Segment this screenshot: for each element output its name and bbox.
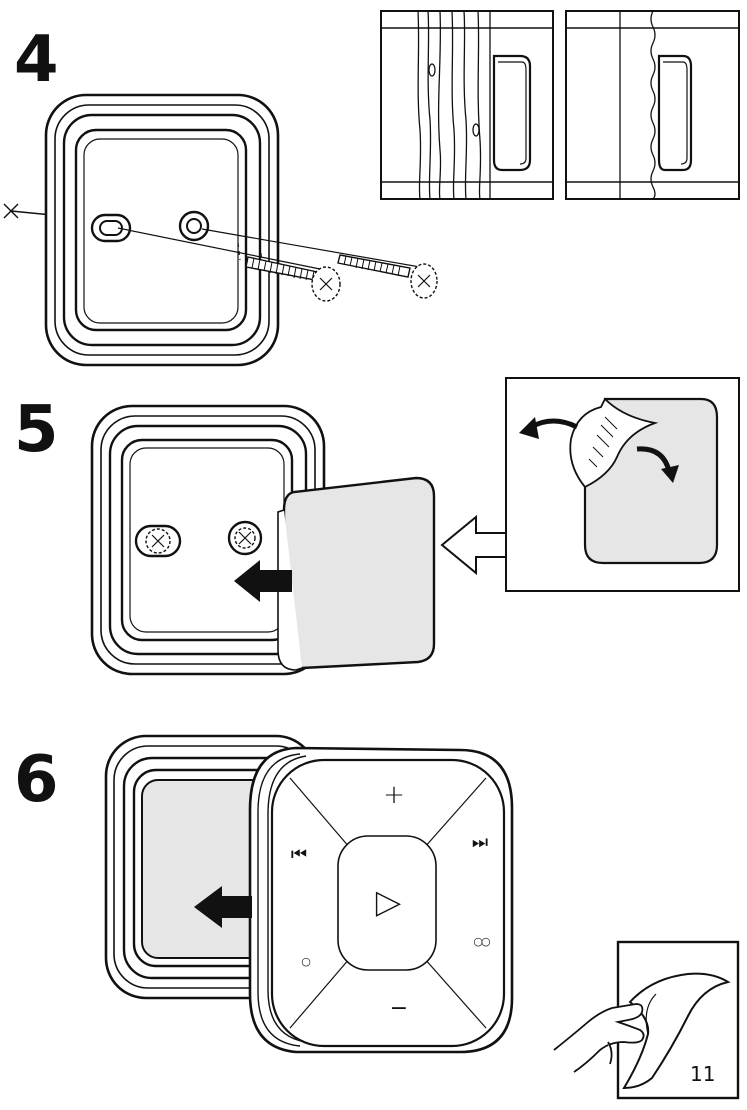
double-dot-button[interactable]: ○○ bbox=[473, 935, 490, 948]
next-track-button[interactable]: ⏭ bbox=[471, 832, 489, 853]
adhesive-pad-side-icon bbox=[657, 54, 693, 172]
screw-icon bbox=[245, 256, 341, 302]
single-dot-button[interactable]: ○ bbox=[301, 955, 311, 968]
step-number-5: 5 bbox=[14, 393, 59, 467]
volume-up-button[interactable]: + bbox=[383, 780, 405, 810]
adhesive-pad-side-icon bbox=[492, 54, 532, 172]
previous-track-button[interactable]: ⏮ bbox=[290, 844, 308, 865]
step-5-adhesive-pad-illustration bbox=[88, 400, 448, 685]
wall-detail-wood-panel bbox=[380, 10, 554, 200]
peel-backing-detail-panel bbox=[505, 377, 740, 592]
screw-head-right-icon bbox=[227, 520, 263, 556]
arrow-left-icon bbox=[234, 560, 292, 602]
step-4-wall-plate-illustration bbox=[0, 85, 450, 375]
arrow-left-icon bbox=[194, 886, 252, 928]
screw-hole-right-icon bbox=[178, 210, 210, 242]
volume-down-button[interactable]: − bbox=[389, 996, 409, 1021]
screw-icon bbox=[337, 254, 438, 299]
turn-page-illustration: 11 bbox=[552, 938, 742, 1103]
peel-arrow-left-icon bbox=[519, 417, 579, 439]
page-number: 11 bbox=[690, 1062, 716, 1086]
step-number-4: 4 bbox=[14, 23, 59, 97]
step-6-remote-mount-illustration: + ⏮ ⏭ ▶ ○ ○○ − bbox=[100, 730, 530, 1060]
screw-hole-left-icon bbox=[90, 213, 132, 243]
screw-head-left-icon bbox=[134, 524, 182, 558]
hand-icon bbox=[553, 1003, 645, 1073]
detail-pointer-arrow-icon bbox=[440, 514, 512, 576]
wall-detail-textured-panel bbox=[565, 10, 740, 200]
step-number-6: 6 bbox=[14, 743, 59, 817]
play-button[interactable]: ▶ bbox=[376, 885, 400, 920]
peel-arrow-right-icon bbox=[636, 446, 679, 483]
